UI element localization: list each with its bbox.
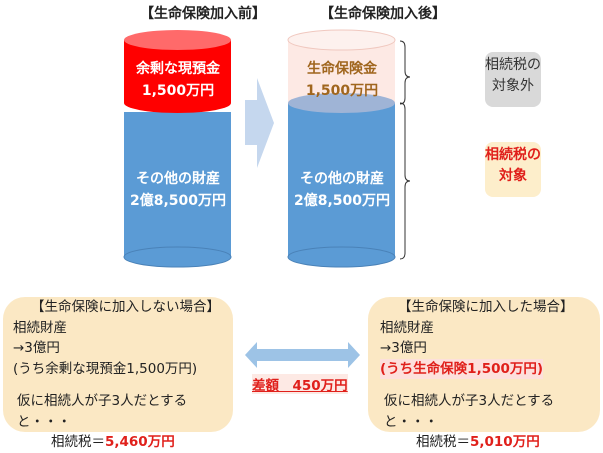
before-blue-body xyxy=(124,112,231,257)
before-bottom-ellipse xyxy=(123,246,232,268)
with-insurance-box: 【生命保険に加入した場合】 相続財産 →3億円 (うち生命保険1,500万円) … xyxy=(368,297,600,450)
with-insurance-line1: 相続財産 xyxy=(380,319,434,336)
taxable-brace-icon xyxy=(399,102,411,260)
cylinders-graphic xyxy=(123,29,411,268)
no-insurance-line1: 相続財産 xyxy=(13,319,67,336)
before-top-ellipse xyxy=(124,30,231,50)
before-cylinder xyxy=(123,30,232,268)
no-insurance-line4: 仮に相続人が子3人だとすると・・・ xyxy=(17,393,188,430)
after-top-ellipse xyxy=(287,29,396,51)
no-insurance-line2: →3億円 xyxy=(13,340,60,356)
with-insurance-line4: 仮に相続人が子3人だとすると・・・ xyxy=(384,393,555,430)
before-top-amount: 1,500万円 xyxy=(141,83,215,99)
with-insurance-heading: 【生命保険に加入した場合】 xyxy=(398,299,574,315)
with-insurance-tax-value: 5,010万円 xyxy=(470,434,540,450)
exempt-brace-icon xyxy=(399,40,411,105)
before-top-text: 余剰な現預金 1,500万円 xyxy=(116,58,240,102)
after-top-text: 生命保険金 1,500万円 xyxy=(280,58,404,102)
no-insurance-tax-value: 5,460万円 xyxy=(105,434,175,450)
no-insurance-line3: (うち余剰な現預金1,500万円) xyxy=(13,360,198,377)
right-arrow-icon xyxy=(245,78,274,168)
no-insurance-tax-label: 相続税＝ xyxy=(51,434,105,450)
before-bottom-label: その他の財産 xyxy=(136,171,220,187)
before-bottom-text: その他の財産 2億8,500万円 xyxy=(116,168,240,212)
double-arrow-icon xyxy=(245,342,360,368)
after-bottom-amount: 2億8,500万円 xyxy=(293,193,391,209)
before-red-bottom xyxy=(124,93,231,113)
exempt-label: 相続税の対象外 xyxy=(485,52,541,107)
after-top-amount: 1,500万円 xyxy=(305,83,379,99)
before-red-body xyxy=(124,40,231,103)
after-bottom-ellipse xyxy=(287,246,396,268)
taxable-label: 相続税の対象 xyxy=(485,142,541,197)
with-insurance-line2: →3億円 xyxy=(380,340,427,356)
after-blue-body xyxy=(288,103,395,257)
after-title: 【生命保険加入後】 xyxy=(320,6,446,22)
with-insurance-tax-label: 相続税＝ xyxy=(416,434,470,450)
before-title: 【生命保険加入前】 xyxy=(140,6,266,22)
after-bottom-text: その他の財産 2億8,500万円 xyxy=(280,168,404,212)
no-insurance-box: 【生命保険に加入しない場合】 相続財産 →3億円 (うち余剰な現預金1,500万… xyxy=(3,297,233,450)
before-bottom-amount: 2億8,500万円 xyxy=(129,193,227,209)
no-insurance-heading: 【生命保険に加入しない場合】 xyxy=(31,299,220,315)
before-top-label: 余剰な現預金 xyxy=(136,61,220,77)
after-cylinder xyxy=(287,29,396,268)
after-blue-top xyxy=(288,93,395,113)
with-insurance-line3: (うち生命保険1,500万円) xyxy=(380,358,544,379)
after-top-label: 生命保険金 xyxy=(307,61,377,77)
after-bottom-label: その他の財産 xyxy=(300,171,384,187)
difference-label: 差額 450万円 xyxy=(252,374,348,394)
